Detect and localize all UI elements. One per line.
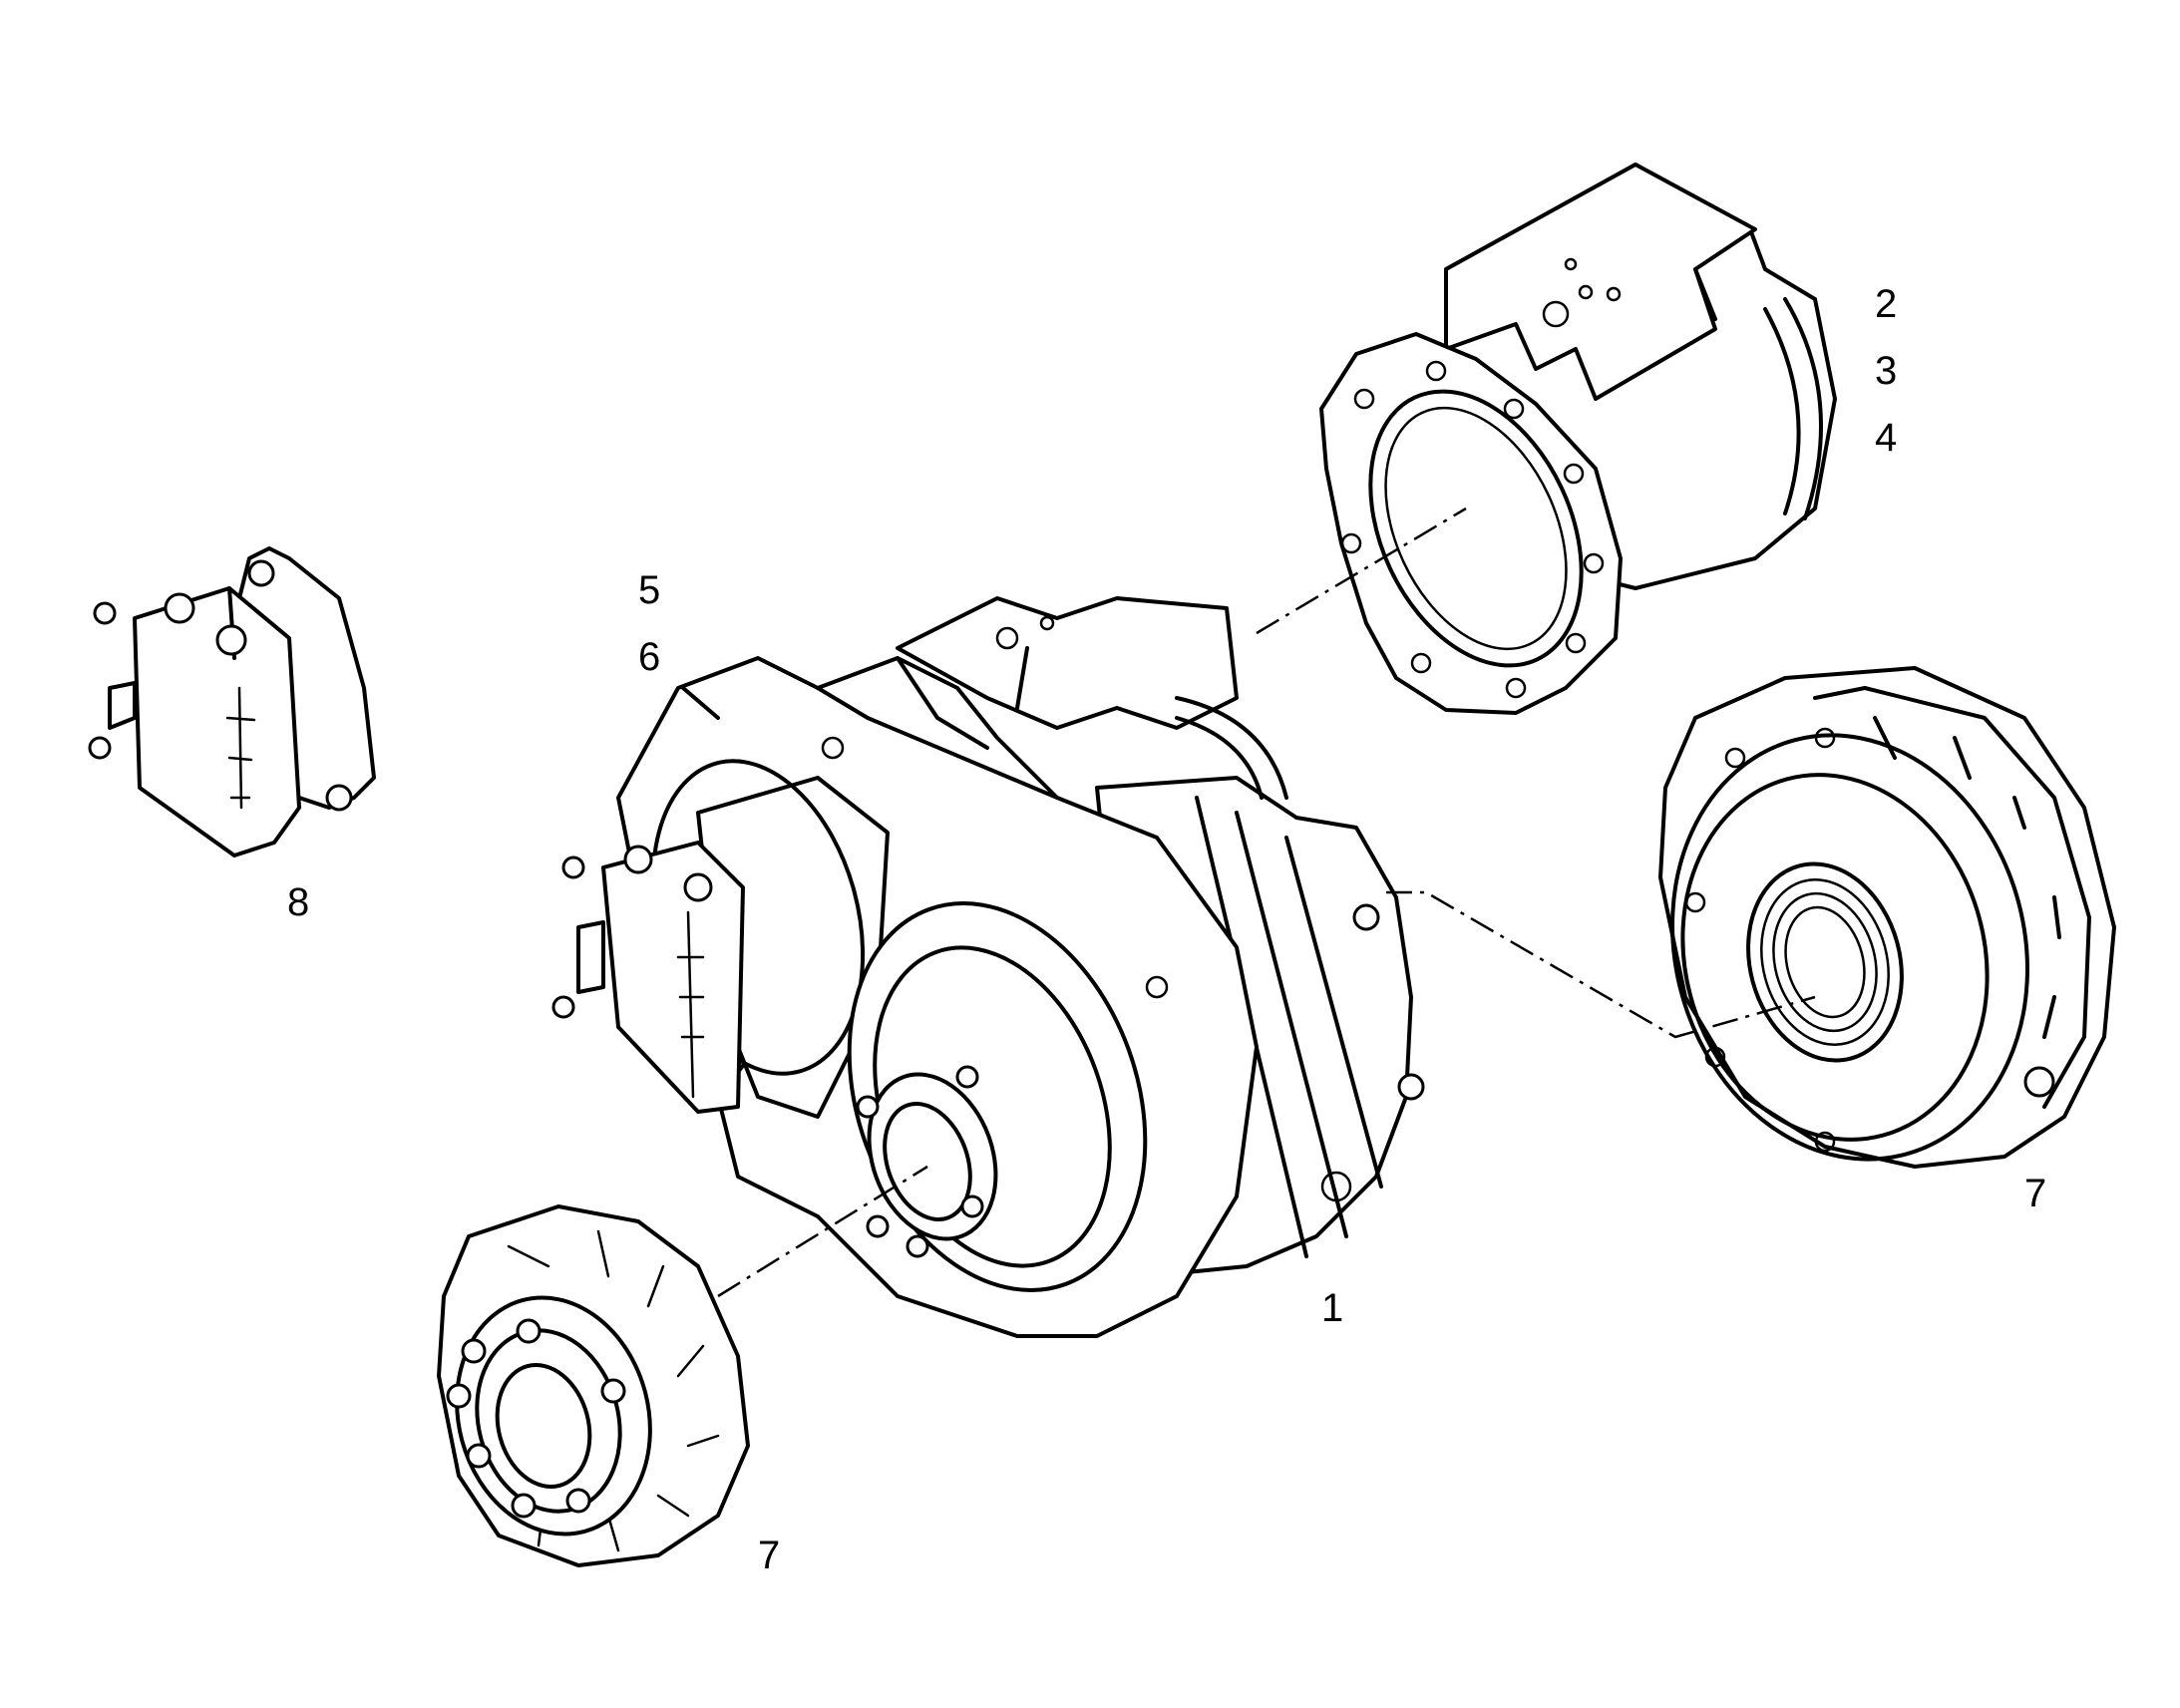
callout-1: 1 [1321,1286,1343,1330]
callout-3: 3 [1875,349,1897,393]
callout-7-right: 7 [2024,1172,2046,1215]
callout-7-bottom: 7 [758,1534,780,1577]
center-line-flange [1256,507,1467,635]
flange-plate-part [1319,332,1623,715]
actuator-part-center [551,841,745,1114]
callout-8: 8 [287,880,309,924]
callout-6: 6 [638,635,660,679]
callout-4: 4 [1875,416,1897,460]
center-line-coupling [717,1165,928,1298]
drum-housing-part-right [1658,666,2116,1169]
callout-5: 5 [638,568,660,612]
callout-2: 2 [1875,282,1897,326]
leader-line-5-6 [681,686,720,720]
center-line-drum [1386,890,1816,1039]
actuator-part-left [88,546,376,857]
coupling-flange-part-bottom [437,1204,750,1567]
